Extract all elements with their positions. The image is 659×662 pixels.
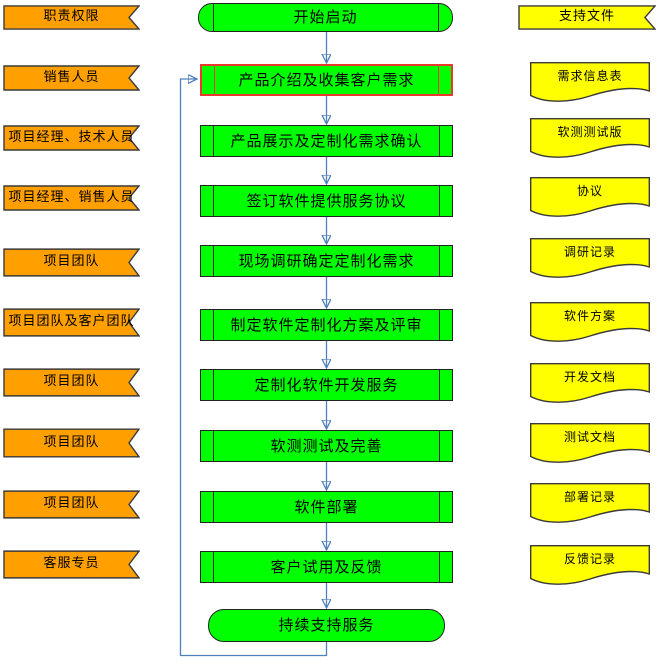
banner-ribbon-shape: [4, 249, 139, 276]
process-right-bar: [439, 246, 440, 276]
process-step[interactable]: 制定软件定制化方案及评审: [200, 309, 453, 341]
document-outline: [530, 118, 650, 158]
terminator-left-bar: [213, 4, 214, 31]
document-label: 协议: [576, 184, 603, 199]
process-right-bar: [439, 492, 440, 522]
process-step-label: 客户试用及反馈: [270, 557, 383, 576]
document-outline: [530, 62, 650, 102]
end-label: 持续支持服务: [278, 616, 375, 635]
process-step[interactable]: 软测测试及完善: [200, 430, 453, 462]
document-label: 软测测试版: [557, 125, 623, 140]
process-step-label: 签订软件提供服务协议: [246, 191, 407, 210]
process-step-label: 产品展示及定制化需求确认: [230, 131, 423, 150]
document-shape[interactable]: 协议: [530, 177, 650, 219]
role-banner[interactable]: 项目团队: [3, 428, 140, 458]
document-header-label: 支持文件: [558, 9, 615, 25]
role-label: 销售人员: [43, 69, 100, 85]
banner-ribbon-shape: [4, 429, 139, 457]
process-right-bar: [439, 126, 440, 156]
start-label: 开始启动: [293, 8, 358, 27]
role-label: 项目团队: [43, 434, 100, 450]
process-right-bar: [439, 186, 440, 216]
process-step-label: 软件部署: [294, 497, 359, 516]
process-step-label: 制定软件定制化方案及评审: [230, 315, 423, 334]
process-step[interactable]: 现场调研确定定制化需求: [200, 245, 453, 277]
process-step[interactable]: 软件部署: [200, 491, 453, 523]
document-outline: [530, 483, 650, 523]
banner-ribbon-shape: [4, 186, 139, 210]
role-banner[interactable]: 项目团队: [3, 248, 140, 277]
document-label: 部署记录: [563, 490, 616, 505]
document-shape[interactable]: 软件方案: [530, 302, 650, 344]
process-step-label: 软测测试及完善: [270, 436, 383, 455]
document-outline: [530, 363, 650, 403]
role-banner[interactable]: 项目团队: [3, 368, 140, 397]
document-label: 软件方案: [563, 309, 616, 324]
banner-ribbon-shape: [4, 551, 139, 578]
document-outline: [530, 545, 650, 585]
role-label: 项目团队: [43, 496, 100, 512]
process-step-label: 现场调研确定定制化需求: [238, 251, 415, 270]
document-shape[interactable]: 需求信息表: [530, 62, 650, 104]
role-header-label: 职责权限: [43, 9, 100, 25]
process-right-bar: [439, 310, 440, 340]
document-label: 需求信息表: [557, 69, 623, 84]
start-terminator[interactable]: 开始启动: [198, 3, 453, 32]
document-label: 测试文档: [563, 430, 616, 445]
process-right-bar: [439, 552, 440, 582]
document-shape[interactable]: 测试文档: [530, 423, 650, 465]
role-banner[interactable]: 销售人员: [3, 65, 140, 91]
document-outline: [530, 423, 650, 463]
document-shape[interactable]: 开发文档: [530, 363, 650, 405]
document-shape[interactable]: 反馈记录: [530, 545, 650, 587]
process-step[interactable]: 签订软件提供服务协议: [200, 185, 453, 217]
process-step[interactable]: 产品展示及定制化需求确认: [200, 125, 453, 157]
document-outline: [530, 302, 650, 342]
document-shape[interactable]: 部署记录: [530, 483, 650, 525]
document-label: 调研记录: [563, 245, 616, 260]
banner-ribbon-shape: [519, 6, 655, 29]
document-label: 反馈记录: [563, 552, 616, 567]
document-label: 开发文档: [563, 370, 616, 385]
end-terminator[interactable]: 持续支持服务: [208, 609, 445, 642]
role-label: 项目团队: [43, 374, 100, 390]
document-shape[interactable]: 软测测试版: [530, 118, 650, 160]
role-label: 项目经理、技术人员: [8, 129, 135, 145]
process-right-bar: [438, 66, 439, 94]
role-banner[interactable]: 项目团队及客户团队: [3, 308, 140, 337]
process-step[interactable]: 定制化软件开发服务: [200, 369, 453, 401]
role-banner[interactable]: 项目团队: [3, 490, 140, 519]
process-right-bar: [439, 370, 440, 400]
process-step[interactable]: 客户试用及反馈: [200, 551, 453, 583]
banner-ribbon-shape: [4, 126, 139, 150]
banner-ribbon-shape: [4, 6, 139, 29]
role-banner[interactable]: 项目经理、技术人员: [3, 125, 140, 151]
terminator-right-bar: [438, 4, 439, 31]
role-header-banner[interactable]: 职责权限: [3, 5, 140, 30]
role-label: 客服专员: [43, 556, 100, 572]
banner-ribbon-shape: [4, 369, 139, 396]
process-step-label: 定制化软件开发服务: [254, 375, 399, 394]
document-header-banner[interactable]: 支持文件: [518, 5, 656, 30]
role-label: 项目团队: [43, 254, 100, 270]
banner-ribbon-shape: [4, 491, 139, 518]
process-right-bar: [439, 431, 440, 461]
process-step-label: 产品介绍及收集客户需求: [238, 70, 415, 89]
role-label: 项目团队及客户团队: [8, 314, 135, 330]
process-step-selected[interactable]: 产品介绍及收集客户需求: [200, 64, 453, 96]
document-outline: [530, 238, 650, 278]
banner-ribbon-shape: [4, 309, 139, 336]
role-label: 项目经理、销售人员: [8, 189, 135, 205]
role-banner[interactable]: 项目经理、销售人员: [3, 185, 140, 211]
role-banner[interactable]: 客服专员: [3, 550, 140, 579]
document-outline: [530, 177, 650, 217]
banner-ribbon-shape: [4, 66, 139, 90]
document-shape[interactable]: 调研记录: [530, 238, 650, 280]
